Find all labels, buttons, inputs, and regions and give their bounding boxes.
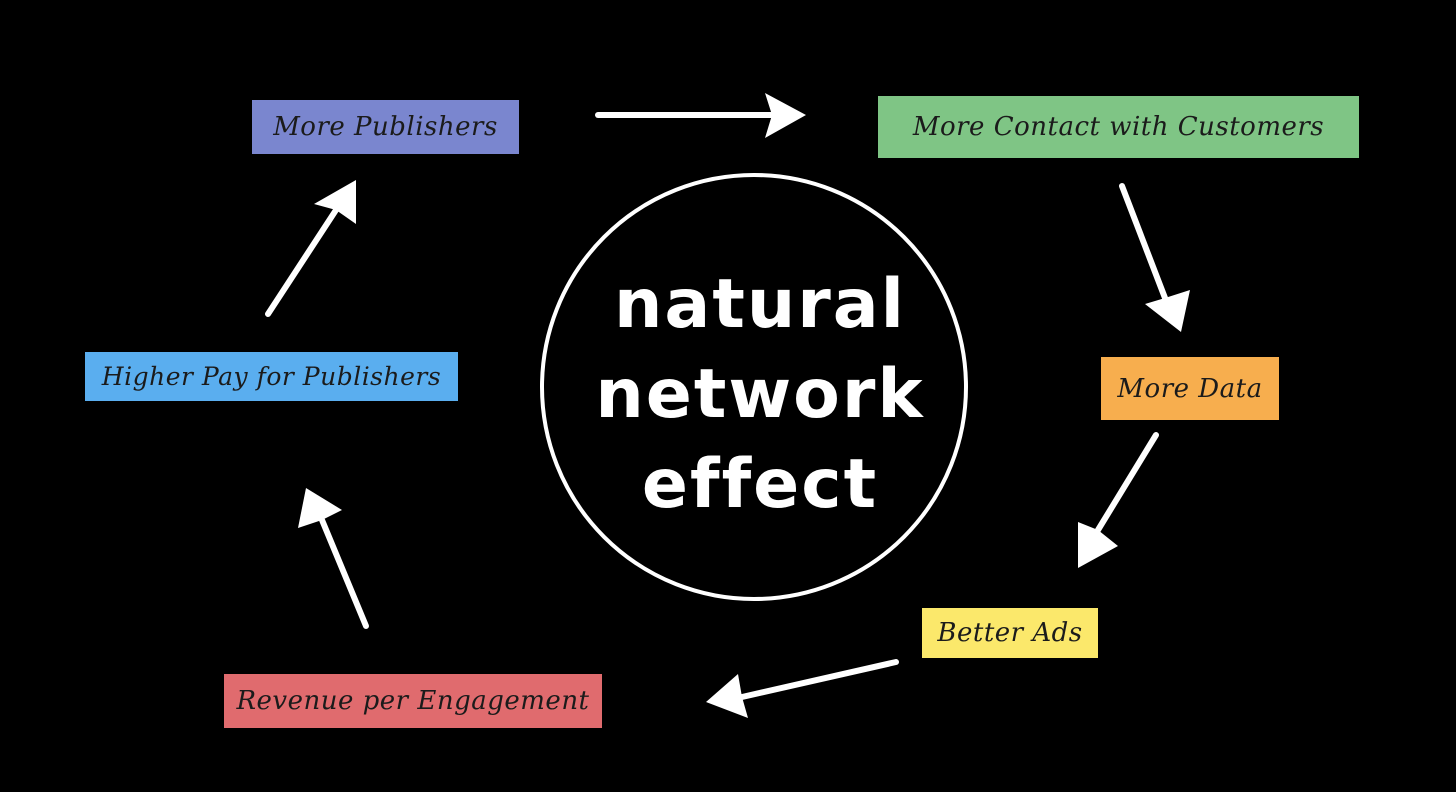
center-line-2: network bbox=[595, 355, 925, 434]
edge-ads-to-revenue bbox=[706, 659, 899, 718]
center-line-3: effect bbox=[641, 445, 879, 524]
edge-revenue-to-pay bbox=[298, 488, 369, 629]
center-line-1: natural bbox=[614, 265, 906, 344]
edge-publishers-to-contact bbox=[595, 93, 806, 138]
node-better-ads: Better Ads bbox=[922, 608, 1098, 658]
node-more-contact-with-customers: More Contact with Customers bbox=[878, 96, 1359, 158]
center-circle bbox=[540, 173, 968, 601]
edge-data-to-ads bbox=[1078, 432, 1159, 568]
edge-contact-to-data bbox=[1119, 183, 1190, 332]
node-more-publishers: More Publishers bbox=[252, 100, 519, 154]
center-label: natural network effect bbox=[560, 255, 960, 535]
node-higher-pay-for-publishers: Higher Pay for Publishers bbox=[85, 352, 458, 401]
node-more-data: More Data bbox=[1101, 357, 1279, 420]
node-revenue-per-engagement: Revenue per Engagement bbox=[224, 674, 602, 728]
edge-pay-to-publishers bbox=[265, 180, 356, 317]
